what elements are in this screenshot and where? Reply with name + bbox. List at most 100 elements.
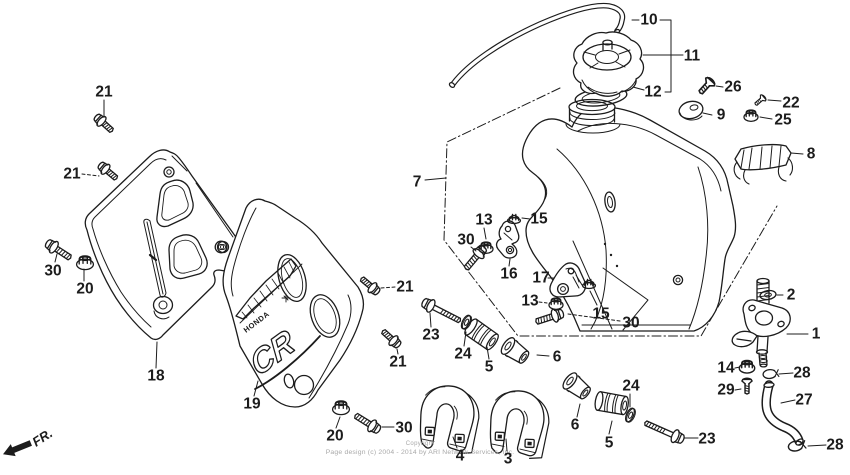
washer-24b	[623, 406, 638, 425]
bolt-21b	[95, 159, 122, 184]
callout-15: 15	[589, 290, 610, 323]
callout-13: 13	[475, 212, 493, 240]
callout-15: 15	[521, 211, 548, 228]
callout-11: 11	[642, 48, 701, 65]
svg-text:2: 2	[787, 287, 796, 304]
tube-clip-28a	[762, 368, 780, 380]
bolt-30c	[533, 306, 566, 329]
grommet-9	[678, 100, 704, 121]
svg-text:25: 25	[774, 112, 792, 129]
callout-21: 21	[389, 348, 407, 371]
svg-text:17: 17	[532, 270, 549, 287]
watermark-line1: Copyright	[406, 441, 434, 447]
watermark-line2: Page design (c) 2004 - 2014 by ARI Netwo…	[326, 449, 515, 456]
bracket-16	[495, 220, 520, 259]
nut-20a	[75, 255, 95, 271]
svg-text:12: 12	[644, 84, 661, 101]
svg-text:21: 21	[396, 279, 414, 296]
svg-text:11: 11	[684, 48, 701, 65]
svg-text:30: 30	[457, 232, 474, 249]
watermark: Copyright Page design (c) 2004 - 2014 by…	[326, 441, 515, 456]
callout-5: 5	[605, 420, 614, 452]
callout-20: 20	[326, 416, 344, 445]
bolt-30b	[351, 408, 384, 437]
callout-22: 22	[767, 95, 800, 112]
svg-text:21: 21	[389, 354, 407, 371]
callout-27: 27	[780, 392, 813, 409]
svg-text:15: 15	[530, 211, 548, 228]
svg-text:30: 30	[395, 420, 412, 437]
arrow-icon	[3, 440, 32, 457]
bolt-23b	[641, 415, 687, 447]
callout-21: 21	[380, 279, 414, 296]
collar-6b	[559, 369, 595, 404]
svg-text:18: 18	[147, 368, 165, 385]
callout-30: 30	[457, 232, 477, 252]
callout-10: 10	[631, 12, 672, 93]
fuel-tank	[521, 106, 737, 332]
svg-text:3: 3	[504, 451, 513, 468]
callout-6: 6	[536, 349, 562, 366]
callout-12: 12	[632, 84, 662, 101]
bolt-29	[741, 377, 753, 395]
callout-21: 21	[63, 166, 100, 183]
callout-9: 9	[702, 107, 726, 124]
svg-text:27: 27	[795, 392, 812, 409]
svg-text:20: 20	[326, 428, 343, 445]
breather-tube	[448, 2, 626, 88]
side-cover-left-18	[84, 149, 240, 341]
bolt-21d	[377, 325, 404, 351]
callout-23: 23	[422, 312, 440, 344]
svg-text:4: 4	[456, 448, 465, 465]
svg-text:1: 1	[812, 326, 821, 343]
callout-21: 21	[95, 84, 113, 118]
screw-22	[752, 93, 768, 109]
collar-6a	[498, 334, 533, 368]
fuel-valve-petcock-1	[731, 277, 791, 368]
svg-text:15: 15	[592, 306, 610, 323]
side-cover-right-19: HONDA CR	[216, 198, 365, 408]
svg-text:13: 13	[475, 212, 493, 229]
nut-25	[743, 109, 759, 123]
callout-26: 26	[715, 79, 742, 96]
svg-text:26: 26	[724, 79, 742, 96]
svg-text:5: 5	[485, 359, 494, 376]
callout-14: 14	[717, 360, 741, 377]
svg-text:24: 24	[454, 346, 472, 363]
svg-text:28: 28	[826, 437, 844, 454]
svg-text:19: 19	[243, 396, 261, 413]
callout-30: 30	[567, 313, 640, 332]
svg-text:28: 28	[793, 365, 811, 382]
nut-20b	[331, 400, 351, 416]
callout-30: 30	[44, 253, 62, 280]
svg-text:23: 23	[698, 431, 716, 448]
callout-30: 30	[381, 420, 413, 437]
svg-text:16: 16	[500, 266, 518, 283]
callout-13: 13	[521, 293, 548, 310]
callout-18: 18	[147, 341, 165, 385]
callout-2: 2	[776, 287, 796, 304]
svg-text:6: 6	[553, 349, 562, 366]
svg-text:10: 10	[640, 12, 657, 29]
svg-text:8: 8	[807, 146, 816, 163]
filler-neck	[565, 98, 621, 134]
callout-24: 24	[622, 378, 640, 408]
callout-20: 20	[76, 268, 94, 298]
callout-24: 24	[454, 331, 472, 363]
svg-text:9: 9	[717, 107, 726, 124]
callout-3: 3	[504, 438, 513, 468]
callout-25: 25	[759, 112, 792, 129]
callout-29: 29	[717, 382, 742, 399]
callout-8: 8	[790, 146, 816, 163]
svg-text:22: 22	[782, 95, 799, 112]
callout-4: 4	[452, 436, 465, 465]
svg-text:24: 24	[622, 378, 640, 395]
callout-16: 16	[500, 258, 518, 283]
callout-6: 6	[571, 403, 581, 434]
bolt-23a	[418, 295, 465, 328]
svg-text:5: 5	[605, 435, 614, 452]
svg-text:23: 23	[422, 327, 440, 344]
